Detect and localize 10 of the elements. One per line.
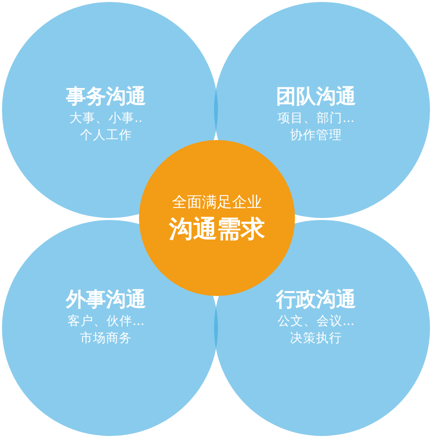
description: 项目、部门...协作管理	[276, 109, 356, 143]
heading: 外事沟通	[64, 286, 147, 312]
description: 大事、小事..个人工作	[68, 109, 144, 143]
subtitle: 全面满足企业	[171, 192, 263, 213]
heading: 事务沟通	[65, 83, 147, 109]
description: 客户、伙伴...市场商务	[66, 312, 146, 346]
heading: 团队沟通	[275, 83, 357, 109]
heading: 行政沟通	[274, 286, 357, 312]
description: 公文、会议...决策执行	[276, 312, 356, 346]
heading: 沟通需求	[168, 214, 266, 245]
